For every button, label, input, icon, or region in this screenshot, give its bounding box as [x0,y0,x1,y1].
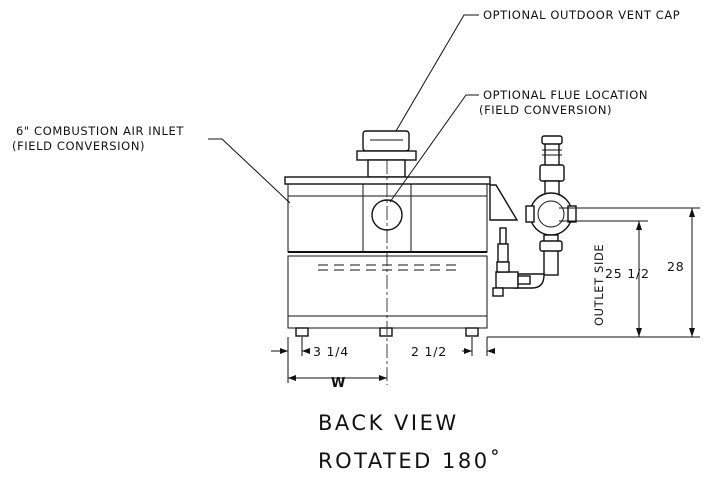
height-dimensions [487,207,700,338]
view-subtitle: ROTATED 180˚ [318,449,503,473]
outlet-piping [489,135,577,297]
height-total-dimension: 28 [667,259,685,274]
flue-location-sublabel: (FIELD CONVERSION) [479,103,612,117]
width-dimensions [271,337,495,383]
leader-lines [208,14,479,204]
view-title: BACK VIEW [318,411,459,435]
vent-cap-label: OPTIONAL OUTDOOR VENT CAP [483,8,680,22]
outlet-side-label: OUTLET SIDE [592,244,606,326]
vent-cap [356,130,417,178]
left-offset-dimension: 3 1/4 [313,344,349,359]
air-inlet-label: 6" COMBUSTION AIR INLET [16,124,184,138]
height-inner-dimension: 25 1/2 [605,266,650,281]
width-dimension: W [331,376,345,391]
flue-location-label: OPTIONAL FLUE LOCATION [483,88,648,102]
air-inlet-sublabel: (FIELD CONVERSION) [12,139,145,153]
boiler-body [284,160,491,385]
right-offset-dimension: 2 1/2 [411,344,447,359]
